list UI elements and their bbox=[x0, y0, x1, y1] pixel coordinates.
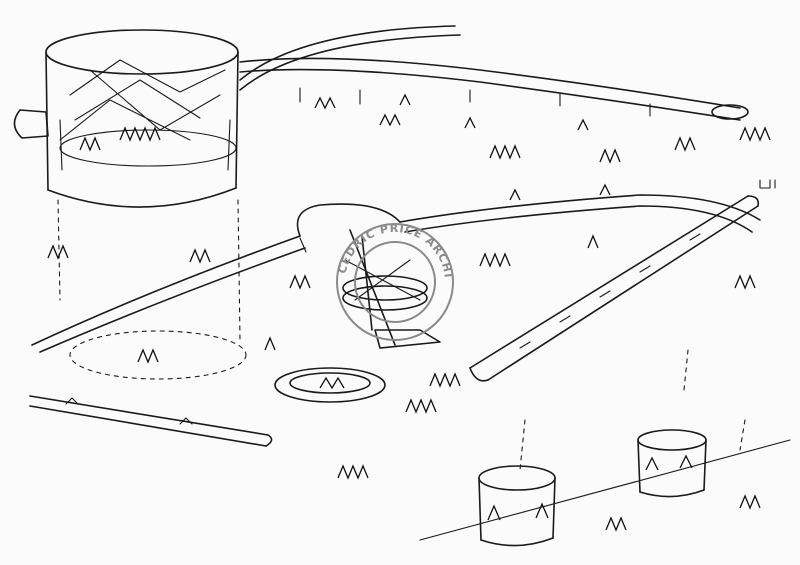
ground-line bbox=[419, 439, 791, 541]
sketch-strokes bbox=[519, 349, 746, 471]
cylinder-small-left bbox=[478, 465, 556, 547]
archive-stamp: CEDRIC PRICE ARCHIVE / FUN PALACE · DRAW… bbox=[0, 0, 454, 341]
cylinder-pavilion-large bbox=[13, 29, 241, 341]
ground-footprint bbox=[69, 330, 247, 380]
people-groups bbox=[47, 93, 771, 532]
lower-left-ramp bbox=[29, 395, 273, 447]
ring-platform bbox=[274, 367, 386, 403]
middle-walkway bbox=[31, 194, 761, 353]
upper-walkway bbox=[239, 25, 749, 121]
cylinder-small-right bbox=[637, 429, 707, 498]
escalator-ramp bbox=[469, 179, 776, 382]
